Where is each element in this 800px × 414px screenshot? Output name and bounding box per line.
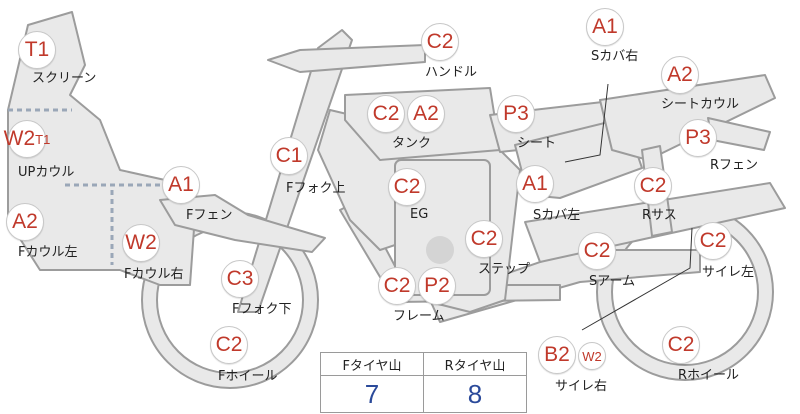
- code-badge: A2: [661, 56, 699, 94]
- part-label-tank: タンク: [392, 136, 432, 151]
- part-label-handle: ハンドル: [425, 65, 478, 80]
- code-badge: C2: [210, 326, 248, 364]
- code-badge: C2: [694, 222, 732, 260]
- code-badge: C2: [367, 95, 405, 133]
- part-label-eg: EG: [410, 207, 429, 222]
- part-p3-rfender: P3: [679, 119, 717, 157]
- rear-tire-value: 8: [423, 375, 527, 413]
- code-badge: P2: [418, 267, 456, 305]
- part-c2-rsus: C2: [634, 167, 672, 205]
- part-label-rfender: Rフェン: [710, 158, 759, 173]
- code-badge: W2: [122, 224, 160, 262]
- part-label-sarm: Sアーム: [589, 274, 636, 289]
- part-label-scover-left: Sカバ左: [533, 208, 581, 223]
- code-badge: C2: [388, 168, 426, 206]
- part-c1-ffork-upper: C1: [270, 137, 308, 175]
- code-badge: A2: [6, 203, 44, 241]
- part-a1-ffender: A1: [162, 166, 200, 204]
- part-label-silencer-left: サイレ左: [702, 265, 755, 280]
- part-c2-handle: C2: [421, 23, 459, 61]
- part-label-seat: シート: [517, 136, 557, 151]
- part-c2a2-tank: C2 A2: [367, 95, 445, 133]
- part-c2-rwheel: C2: [662, 326, 700, 364]
- small-code-badge: W2: [578, 342, 606, 370]
- part-label-seatcowl: シートカウル: [661, 97, 740, 112]
- part-c2-eg: C2: [388, 168, 426, 206]
- code-badge: A1: [586, 8, 624, 46]
- tire-tread-table: Fタイヤ山 Rタイヤ山 7 8: [320, 352, 527, 413]
- code-badge: C1: [270, 137, 308, 175]
- part-label-fcowl-right: Fカウル右: [124, 267, 184, 282]
- part-a2-seatcowl: A2: [661, 56, 699, 94]
- part-t1-screen: T1: [18, 31, 56, 69]
- part-label-ffork-upper: Fフォク上: [286, 181, 346, 196]
- part-label-rwheel: Rホイール: [678, 368, 740, 383]
- code-badge: B2: [538, 336, 576, 374]
- sub-code: T1: [35, 131, 51, 147]
- part-w2-fcowl-right: W2: [122, 224, 160, 262]
- part-c2-silencer-left: C2: [694, 222, 732, 260]
- code-badge: C2: [465, 220, 503, 258]
- code-badge: P3: [497, 95, 535, 133]
- part-a2-fcowl-left: A2: [6, 203, 44, 241]
- code-badge: A2: [407, 95, 445, 133]
- front-tire-header: Fタイヤ山: [320, 352, 424, 376]
- code-badge: C2: [578, 232, 616, 270]
- code-badge: T1: [18, 31, 56, 69]
- code-badge: C2: [662, 326, 700, 364]
- part-label-ffork-lower: Fフォク下: [232, 302, 292, 317]
- handlebar-shape: [267, 44, 426, 73]
- part-c2p2-frame: C2 P2: [378, 267, 456, 305]
- part-a1-scover-left: A1: [516, 165, 554, 203]
- part-p3-seat: P3: [497, 95, 535, 133]
- part-label-scover-right: Sカバ右: [591, 49, 639, 64]
- part-label-upcowl: UPカウル: [18, 165, 75, 180]
- engine-detail-shape: [426, 236, 454, 264]
- part-label-rsus: Rサス: [642, 208, 677, 223]
- code-badge: P3: [679, 119, 717, 157]
- part-b2-silencer-right: B2 W2: [538, 336, 606, 374]
- part-label-step: ステップ: [478, 262, 531, 277]
- code-badge: C2: [634, 167, 672, 205]
- part-label-silencer-right: サイレ右: [555, 379, 608, 394]
- code-badge: C2: [421, 23, 459, 61]
- rear-tire-header: Rタイヤ山: [423, 352, 527, 376]
- part-c2-fwheel: C2: [210, 326, 248, 364]
- part-label-frame: フレーム: [393, 309, 445, 324]
- part-c2-sarm: C2: [578, 232, 616, 270]
- part-c3-ffork-lower: C3: [221, 260, 259, 298]
- part-a1-scover-right: A1: [586, 8, 624, 46]
- code-badge: A1: [516, 165, 554, 203]
- part-label-fcowl-left: Fカウル左: [18, 245, 78, 260]
- rear-fender-shape: [707, 117, 771, 151]
- part-label-fwheel: Fホイール: [218, 369, 278, 384]
- front-fender-shape: [159, 194, 326, 253]
- part-label-screen: スクリーン: [32, 71, 97, 86]
- part-label-ffender: Fフェン: [186, 208, 233, 223]
- part-c2-step: C2: [465, 220, 503, 258]
- code-badge: A1: [162, 166, 200, 204]
- code-badge: C2: [378, 267, 416, 305]
- front-tire-value: 7: [320, 375, 424, 413]
- code-badge: C3: [221, 260, 259, 298]
